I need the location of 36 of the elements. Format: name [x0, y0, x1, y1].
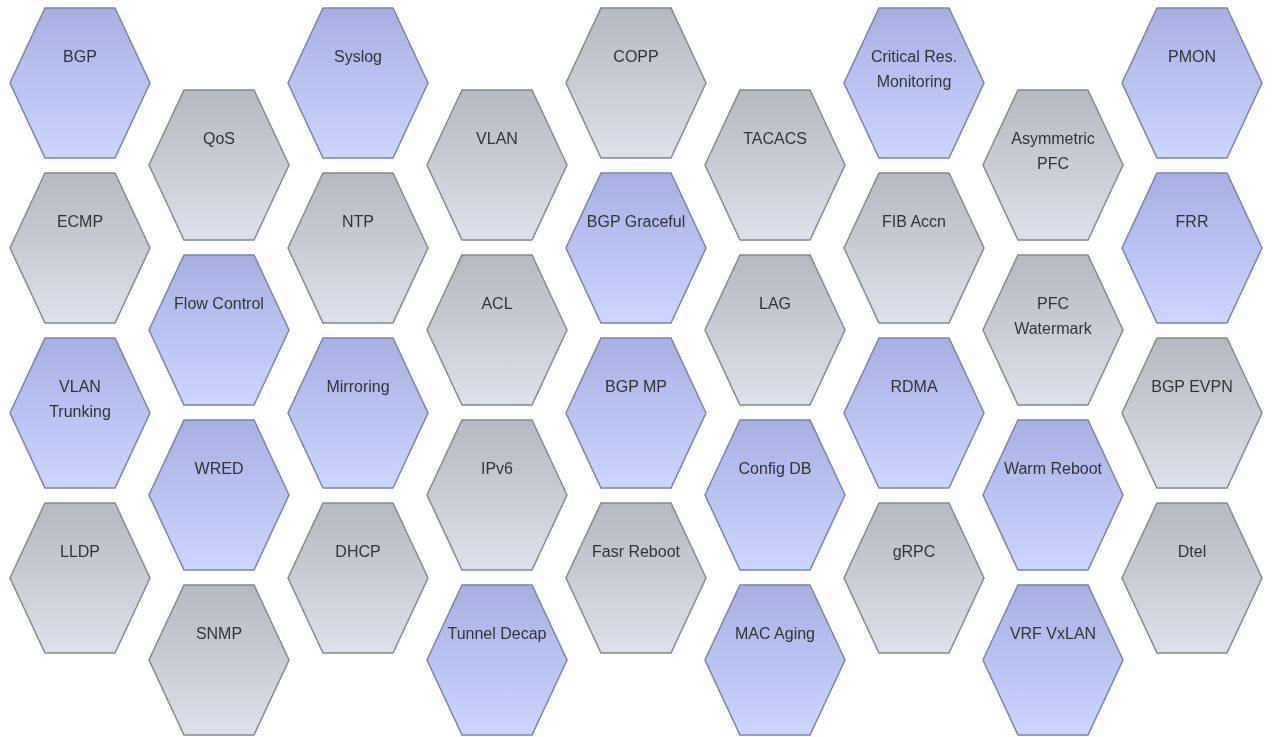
feature-label: Flow Control — [173, 294, 265, 314]
feature-label: LAG — [758, 294, 792, 314]
feature-label: COPP — [612, 47, 660, 67]
feature-label: Fasr Reboot — [590, 542, 681, 562]
feature-label: gRPC — [891, 542, 937, 562]
feature-label: WRED — [193, 459, 245, 479]
feature-label: VRF VxLAN — [1008, 624, 1098, 644]
feature-label: NTP — [341, 212, 375, 232]
feature-label: IPv6 — [480, 459, 514, 479]
feature-label: PMON — [1167, 47, 1217, 67]
feature-label: ACL — [480, 294, 514, 314]
feature-label: MAC Aging — [733, 624, 816, 644]
feature-label: BGP MP — [604, 377, 668, 397]
feature-label: Dtel — [1176, 542, 1208, 562]
feature-label: RDMA — [889, 377, 939, 397]
feature-label: FIB Accn — [881, 212, 947, 232]
feature-label: Config DB — [737, 459, 813, 479]
feature-label: QoS — [202, 129, 236, 149]
feature-label: Syslog — [333, 47, 383, 67]
feature-label: SNMP — [194, 624, 244, 644]
feature-label: Mirroring — [325, 377, 391, 397]
feature-label: Tunnel Decap — [447, 624, 547, 644]
feature-label: DHCP — [334, 542, 382, 562]
feature-label: VLAN — [475, 129, 519, 149]
feature-label: Asymmetric PFC — [1010, 129, 1096, 174]
feature-label: FRR — [1174, 212, 1210, 232]
feature-label: BGP EVPN — [1150, 377, 1234, 397]
feature-label: LLDP — [59, 542, 101, 562]
feature-label: Warm Reboot — [1003, 459, 1103, 479]
feature-label: PFC Watermark — [1013, 294, 1093, 339]
feature-label: BGP Graceful — [586, 212, 686, 232]
feature-label: BGP — [62, 47, 98, 67]
feature-label: Critical Res. Monitoring — [869, 47, 959, 92]
feature-label: VLAN Trunking — [48, 377, 112, 422]
feature-label: ECMP — [55, 212, 105, 232]
feature-label: TACACS — [742, 129, 808, 149]
